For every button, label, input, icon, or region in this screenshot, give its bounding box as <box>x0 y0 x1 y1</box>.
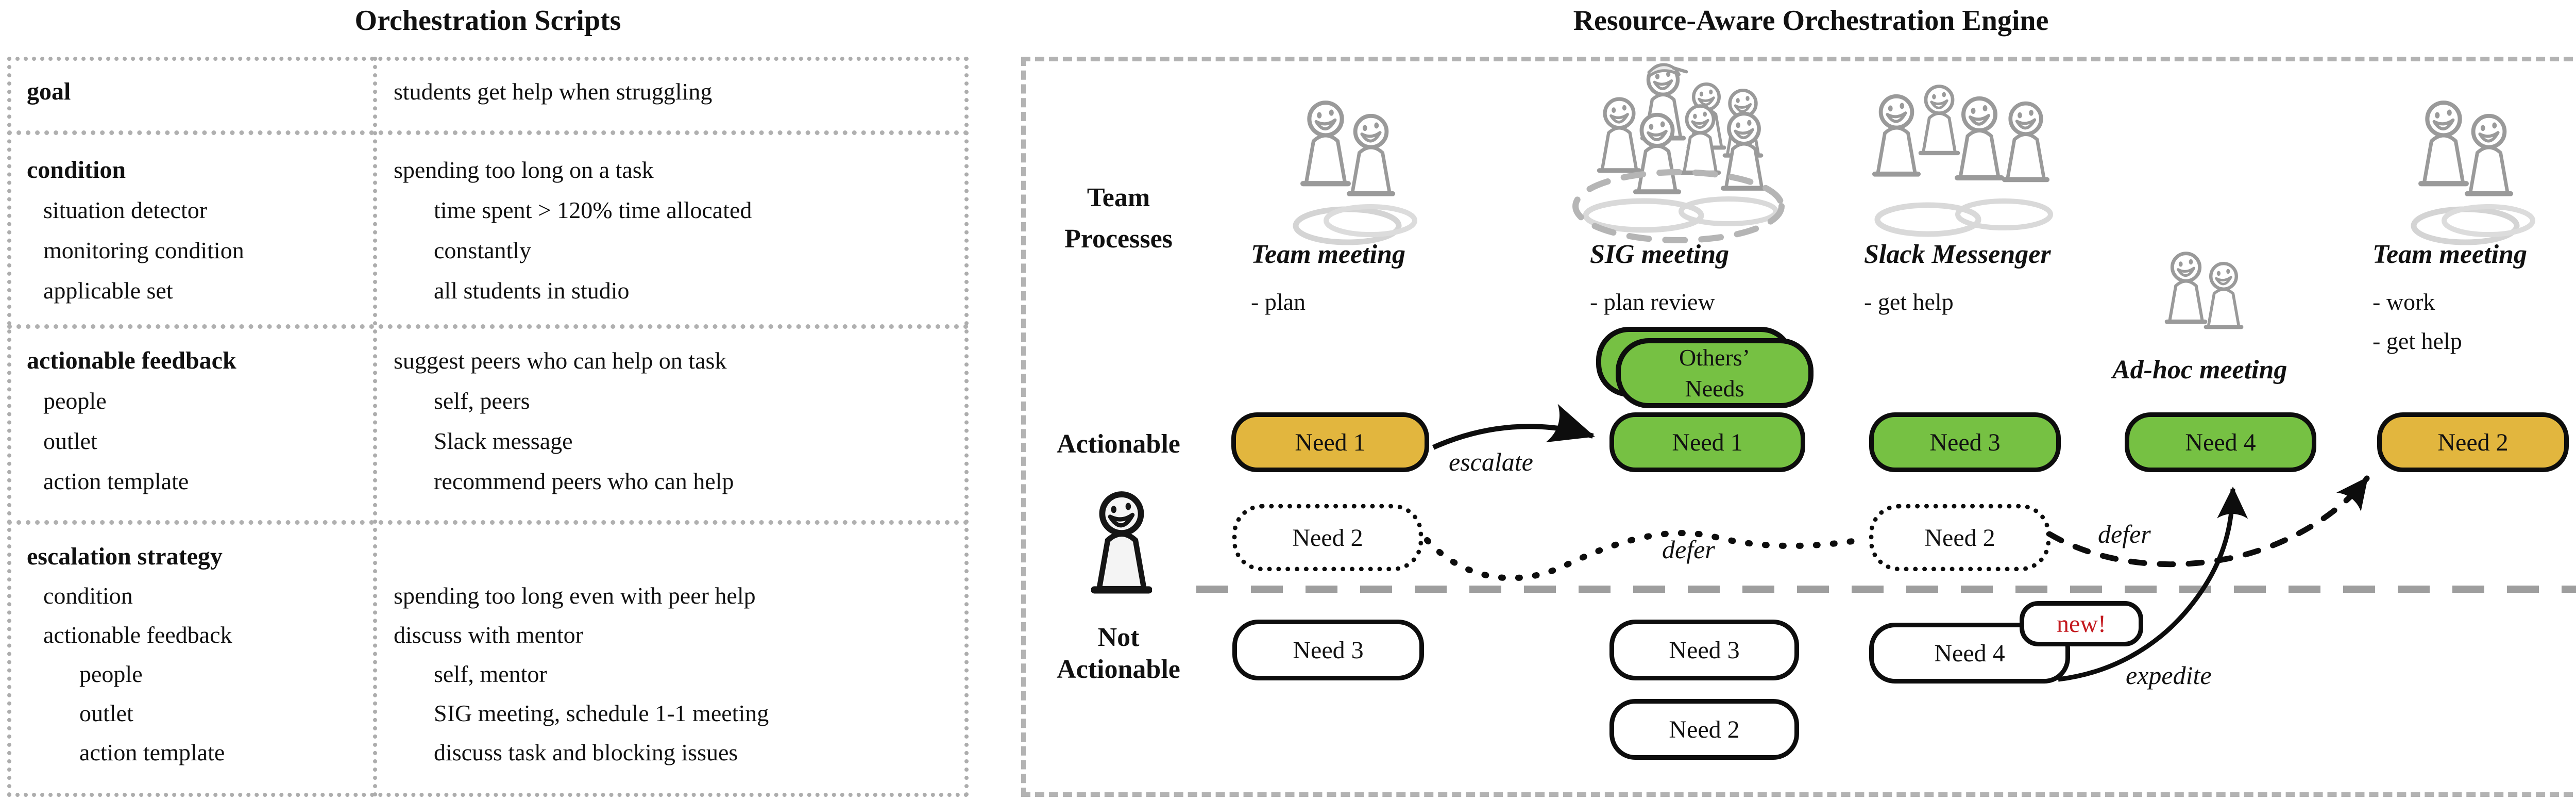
slack-messenger-icon <box>1866 77 2053 237</box>
row-escalation-val: self, mentor <box>434 661 547 687</box>
row-feedback-val: recommend peers who can help <box>434 468 734 494</box>
left-panel-title: Orchestration Scripts <box>354 5 621 37</box>
need-card-team1-deferred: Need 2 <box>1232 504 1423 571</box>
expedite-label: expedite <box>2126 661 2212 690</box>
row-escalation-sub: outlet <box>79 700 133 726</box>
row-escalation-val: SIG meeting, schedule 1-1 meeting <box>434 700 769 726</box>
engine-title: Resource-Aware Orchestration Engine <box>1573 5 2049 37</box>
need-card-sig-not-actionable-2: Need 2 <box>1609 699 1799 760</box>
defer-label-2: defer <box>2098 520 2151 548</box>
row-goal-label: goal <box>27 78 71 105</box>
student-user-icon <box>1091 491 1152 609</box>
team-processes-line1: Team <box>1087 183 1150 212</box>
need-card-sig-actionable: Need 1 <box>1609 412 1805 472</box>
row-escalation-sub: condition <box>43 582 133 609</box>
need-card-team1-not-actionable: Need 3 <box>1232 620 1424 680</box>
need-card-slack-deferred: Need 2 <box>1869 504 2050 571</box>
team-meeting-icon <box>1293 78 1417 245</box>
defer-label-1: defer <box>1662 535 1715 564</box>
col-sig-bullet: - plan review <box>1590 289 1715 315</box>
engine-box <box>1021 57 2576 797</box>
new-badge-text: new! <box>2057 610 2106 638</box>
team-processes-label: Team Processes <box>1028 177 1209 260</box>
row-escalation-val: discuss task and blocking issues <box>434 739 738 765</box>
col-adhoc-label: Ad-hoc meeting <box>2112 355 2287 385</box>
col-team2-bullet: - work <box>2372 289 2435 315</box>
sig-meeting-icon <box>1572 61 1785 243</box>
row-goal-value: students get help when struggling <box>394 78 713 105</box>
row-feedback-label: actionable feedback <box>27 347 236 374</box>
team-processes-line2: Processes <box>1064 224 1173 254</box>
row-condition-val: all students in studio <box>434 277 630 304</box>
row-feedback-sub: outlet <box>43 428 97 454</box>
actionable-label: Actionable <box>1057 429 1180 459</box>
row-escalation-sub: action template <box>79 739 225 765</box>
row-escalation-val: spending too long even with peer help <box>394 582 756 609</box>
row-condition-label: condition <box>27 156 126 184</box>
col-team1-bullet: - plan <box>1251 289 1306 315</box>
row-condition-sub: monitoring condition <box>43 237 244 263</box>
row-condition-val: constantly <box>434 237 532 263</box>
row-condition-sub: applicable set <box>43 277 173 304</box>
row-feedback-sub: action template <box>43 468 189 494</box>
row-condition-val: time spent > 120% time allocated <box>434 197 752 223</box>
need-card-team1-actionable: Need 1 <box>1231 412 1429 472</box>
table-row-divider <box>7 324 969 329</box>
row-feedback-value: suggest peers who can help on task <box>394 347 727 374</box>
need-card-sig-not-actionable-1: Need 3 <box>1609 620 1799 680</box>
not-actionable-line1: Not <box>1097 623 1140 652</box>
row-escalation-sub: actionable feedback <box>43 622 232 648</box>
row-feedback-sub: people <box>43 388 107 414</box>
row-escalation-label: escalation strategy <box>27 543 223 570</box>
row-escalation-sub: people <box>79 661 143 687</box>
col-sig-label: SIG meeting <box>1590 240 1730 269</box>
need-card-team2-actionable: Need 2 <box>2377 412 2569 472</box>
not-actionable-line2: Actionable <box>1057 655 1180 684</box>
others-needs-line1: Others’ <box>1679 344 1750 371</box>
not-actionable-label: Not Actionable <box>1028 622 1209 686</box>
row-condition-value: spending too long on a task <box>394 157 654 183</box>
table-row-divider <box>7 130 969 135</box>
new-badge: new! <box>2020 601 2143 646</box>
col-team1-label: Team meeting <box>1251 240 1405 269</box>
table-row-divider <box>7 520 969 525</box>
team-meeting-icon <box>2411 78 2535 245</box>
col-slack-bullet: - get help <box>1864 289 1954 315</box>
ad-hoc-meeting-icon <box>2159 248 2262 352</box>
table-column-divider <box>373 57 377 797</box>
row-condition-sub: situation detector <box>43 197 208 223</box>
row-feedback-val: self, peers <box>434 388 530 414</box>
row-feedback-val: Slack message <box>434 428 573 454</box>
need-card-slack-actionable: Need 3 <box>1869 412 2061 472</box>
others-needs-line2: Needs <box>1685 375 1744 402</box>
need-card-adhoc-actionable: Need 4 <box>2125 412 2316 472</box>
col-team2-label: Team meeting <box>2372 240 2527 269</box>
col-slack-label: Slack Messenger <box>1864 240 2051 269</box>
col-team2-bullet: - get help <box>2372 328 2462 354</box>
orchestration-script-table <box>7 57 969 797</box>
row-escalation-val: discuss with mentor <box>394 622 583 648</box>
escalate-label: escalate <box>1449 447 1533 476</box>
others-needs-card: Others’ Needs <box>1616 338 1814 408</box>
